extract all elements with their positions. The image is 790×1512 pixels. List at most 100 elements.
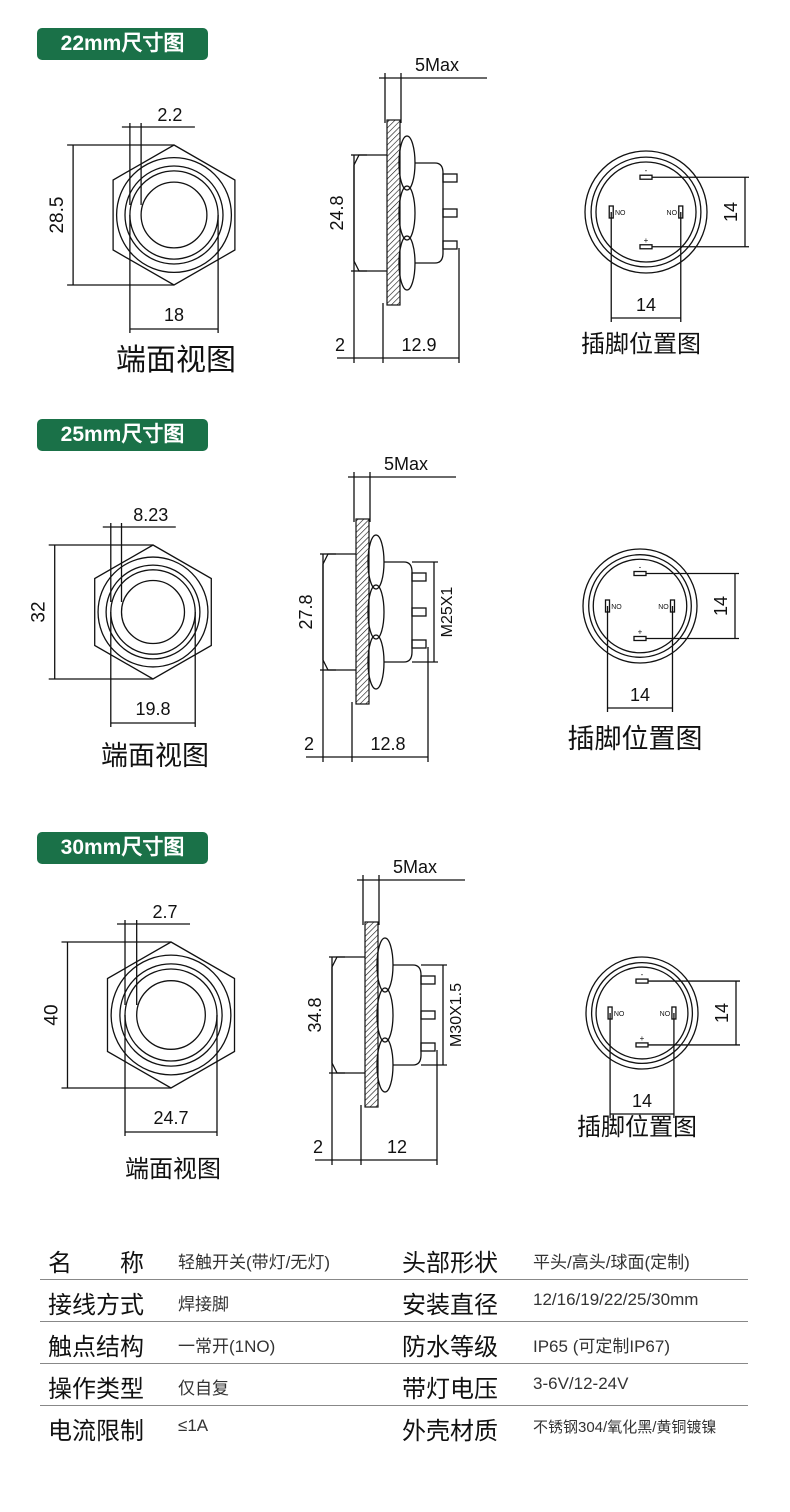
housing-circle <box>588 554 692 658</box>
depth-dimension-label: 12.8 <box>370 734 405 754</box>
spec-value: 一常开(1NO) <box>178 1337 276 1356</box>
side-height-dimension-label: 24.8 <box>327 195 347 230</box>
pin-minus-label: - <box>639 563 642 572</box>
solder-pin <box>420 975 436 985</box>
spec-label: 电流限制 <box>48 1418 144 1445</box>
spec-row: 名 称轻触开关(带灯/无灯)头部形状平头/高头/球面(定制) <box>40 1237 748 1280</box>
pin-no-label: NO <box>611 604 622 611</box>
section-header-30mm: 30mm尺寸图 <box>37 832 208 864</box>
solder-pin <box>442 240 458 250</box>
solder-pin <box>420 1042 436 1052</box>
bezel-circle <box>120 579 186 645</box>
bezel-circle <box>136 980 206 1050</box>
panel-hatch <box>364 921 379 1108</box>
height-dimension-label: 28.5 <box>47 197 68 234</box>
front-view-caption: 端面视图 <box>116 344 236 377</box>
pin-no-label: NO <box>615 210 626 217</box>
offset-dimension-label: 2.2 <box>157 105 182 125</box>
solder-pin <box>442 173 458 183</box>
pin-view-caption: 插脚位置图 <box>581 331 701 358</box>
thread-label: M30X1.5 <box>448 983 465 1047</box>
width-dimension-label: 18 <box>164 305 184 325</box>
thread-label: M25X1 <box>439 587 456 638</box>
solder-pin <box>411 607 427 617</box>
bezel-profile <box>331 956 365 1074</box>
housing-circle <box>595 161 697 263</box>
spec-value: IP65 (可定制IP67) <box>533 1337 670 1356</box>
pin-vertical-spacing-label: 14 <box>712 1003 732 1023</box>
max-dimension-label: 5Max <box>393 857 437 877</box>
pin-no-label: NO <box>658 604 669 611</box>
bezel-circle <box>110 569 196 655</box>
front-view-caption: 端面视图 <box>125 1156 221 1183</box>
spec-value: 仅自复 <box>178 1379 229 1398</box>
pin-minus-label: - <box>641 970 644 979</box>
bezel-circle <box>105 564 201 660</box>
spec-label: 接线方式 <box>48 1292 144 1319</box>
front-view: 28.5 18 2.2 端面视图 <box>47 105 236 377</box>
pin-minus <box>633 570 647 577</box>
spec-row: 触点结构 一常开(1NO) 防水等级 IP65 (可定制IP67) <box>40 1321 748 1364</box>
spec-value: ≤1A <box>178 1416 209 1435</box>
housing-circle <box>592 558 688 654</box>
bezel-circle <box>124 165 224 265</box>
solder-pin <box>420 1010 436 1020</box>
nut-facet <box>398 235 416 291</box>
nut-facet <box>367 534 385 590</box>
pin-view-caption: 插脚位置图 <box>577 1114 697 1141</box>
bezel-circle <box>119 963 223 1067</box>
spec-value: 焊接脚 <box>178 1295 229 1314</box>
spec-label: 安装直径 <box>402 1292 498 1319</box>
pin-no-label: NO <box>660 1011 671 1018</box>
body-profile <box>393 964 422 1066</box>
spec-value: 12/16/19/22/25/30mm <box>533 1290 699 1309</box>
bezel-circle <box>110 954 232 1076</box>
front-view-caption: 端面视图 <box>101 741 209 771</box>
housing-circle <box>584 150 708 274</box>
housing-circle <box>590 156 702 268</box>
panel-thickness-label: 2 <box>335 335 345 355</box>
pin-view-caption: 插脚位置图 <box>568 724 703 754</box>
spec-value: 不锈钢304/氧化黑/黄铜镀镍 <box>533 1419 717 1436</box>
width-dimension-label: 24.7 <box>153 1108 188 1128</box>
bezel-profile <box>322 553 356 671</box>
housing-circle <box>595 966 689 1060</box>
pin-minus-label: - <box>645 166 648 175</box>
bezel-profile <box>353 154 387 272</box>
width-dimension-label: 19.8 <box>135 699 170 719</box>
bezel-circle <box>129 170 219 260</box>
pin-horizontal-spacing-label: 14 <box>630 685 650 705</box>
spec-value: 3-6V/12-24V <box>533 1374 629 1393</box>
depth-dimension-label: 12 <box>387 1137 407 1157</box>
spec-label: 防水等级 <box>402 1334 498 1361</box>
side-height-dimension-label: 34.8 <box>305 997 325 1032</box>
body-profile <box>415 162 444 264</box>
nut-facet <box>367 584 385 640</box>
pin-no-label: NO <box>667 210 678 217</box>
spec-label: 名 称 <box>48 1250 144 1277</box>
panel-hatch <box>355 518 370 705</box>
pin-plus <box>639 244 653 250</box>
solder-pin <box>411 572 427 582</box>
pin-plus-label: + <box>638 627 643 636</box>
spec-value: 轻触开关(带灯/无灯) <box>178 1253 331 1272</box>
pin-vertical-spacing-label: 14 <box>721 202 741 222</box>
height-dimension-label: 40 <box>41 1004 62 1025</box>
panel-thickness-label: 2 <box>304 734 314 754</box>
pin-plus-label: + <box>640 1034 645 1043</box>
nut-facet <box>376 937 394 993</box>
spec-label: 触点结构 <box>48 1334 144 1361</box>
nut-facet <box>398 185 416 241</box>
section-header-25mm: 25mm尺寸图 <box>37 419 208 451</box>
pin-minus <box>639 174 653 180</box>
